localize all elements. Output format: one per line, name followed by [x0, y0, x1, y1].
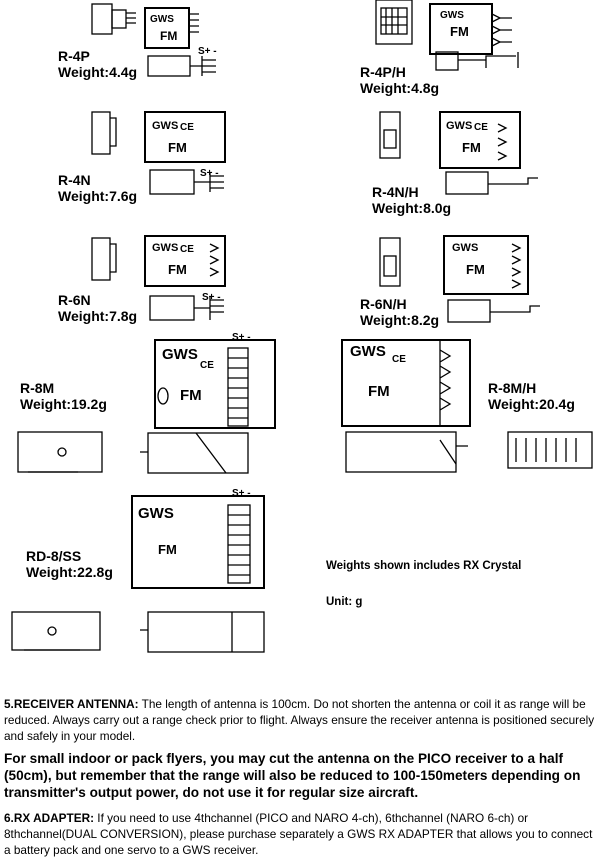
r8mh-drawing — [341, 339, 593, 473]
rd8ss-drawing — [11, 495, 265, 653]
r6n-sign: S+ - — [202, 292, 221, 303]
r4p-sign: S+ - — [198, 46, 217, 57]
r6n-board-brand: GWS — [152, 242, 179, 254]
r8mh-board-brand: GWS — [350, 343, 386, 360]
antenna-section: 5.RECEIVER ANTENNA: The length of antenn… — [4, 696, 596, 744]
r4n-board-ce: CE — [180, 122, 194, 133]
r4ph-board-fm: FM — [450, 24, 469, 39]
r4nh-board-fm: FM — [462, 140, 481, 155]
adapter-section: 6.RX ADAPTER: If you need to use 4thchan… — [4, 810, 596, 858]
r4n-drawing — [91, 111, 226, 195]
r8m-drawing — [17, 339, 276, 474]
r4nh-board-ce: CE — [474, 122, 488, 133]
adapter-title: 6.RX ADAPTER: — [4, 811, 95, 825]
r4n-board-brand: GWS — [152, 120, 179, 132]
r4n-sign: S+ - — [200, 168, 219, 179]
weights-note: Weights shown includes RX Crystal — [326, 560, 522, 572]
r4ph-board-brand: GWS — [440, 10, 464, 21]
r8m-board-fm: FM — [180, 387, 202, 404]
rd8ss-board-brand: GWS — [138, 505, 174, 522]
r6nh-board-brand: GWS — [452, 242, 479, 254]
r8mh-board-ce: CE — [392, 354, 406, 365]
r8m-sign: S+ - — [232, 332, 251, 343]
r6nh-board-fm: FM — [466, 262, 485, 277]
r4n-board-fm: FM — [168, 140, 187, 155]
small-flyers-note: For small indoor or pack flyers, you may… — [4, 751, 581, 800]
rd8ss-board-fm: FM — [158, 542, 177, 557]
r6n-board-fm: FM — [168, 262, 187, 277]
antenna-body: The length of antenna is 100cm. Do not s… — [4, 697, 595, 743]
r6nh-drawing — [379, 235, 540, 323]
r4p-drawing — [91, 3, 216, 77]
r4p-board-brand: GWS — [150, 14, 174, 25]
unit-note: Unit: g — [326, 596, 363, 608]
r4ph-drawing — [375, 0, 519, 71]
r6n-board-ce: CE — [180, 244, 194, 255]
r8mh-board-fm: FM — [368, 383, 390, 400]
r4nh-drawing — [379, 111, 538, 195]
r8m-board-ce: CE — [200, 360, 214, 371]
receiver-drawings — [11, 0, 593, 653]
r6n-drawing — [91, 235, 226, 321]
antenna-title: 5.RECEIVER ANTENNA: — [4, 697, 139, 711]
rd8ss-sign: S+ - — [232, 488, 251, 499]
r4nh-board-brand: GWS — [446, 120, 473, 132]
adapter-body: If you need to use 4thchannel (PICO and … — [4, 811, 593, 857]
r8m-board-brand: GWS — [162, 346, 198, 363]
r4p-board-fm: FM — [160, 29, 178, 43]
